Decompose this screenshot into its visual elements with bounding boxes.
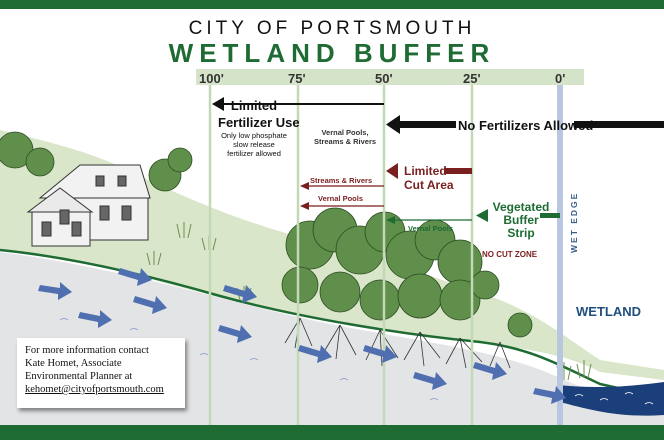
no-fertilizers-label: No Fertilizers Allowed bbox=[458, 118, 594, 133]
tick-0: 0' bbox=[555, 71, 566, 86]
bottom-band bbox=[0, 425, 664, 440]
contact-info-box: For more information contact Kate Homet,… bbox=[17, 338, 185, 408]
contact-line-1: For more information contact bbox=[25, 345, 149, 356]
ruler-lines bbox=[208, 85, 474, 425]
wetland-water bbox=[558, 382, 664, 416]
vernal-streams-note: Vernal Pools, Streams & Rivers bbox=[313, 128, 377, 146]
contact-line-3: Environmental Planner at bbox=[25, 371, 133, 382]
water-ripples bbox=[574, 392, 654, 405]
tick-100: 100' bbox=[199, 71, 224, 86]
fertilizer-note: Only low phosphate slow release fertiliz… bbox=[221, 131, 287, 158]
vegetated-buffer-label: Vegetated Buffer Strip bbox=[492, 200, 550, 240]
contact-email-link[interactable]: kehomet@cityofportsmouth.com bbox=[25, 384, 164, 395]
title-wetland-buffer: WETLAND BUFFER bbox=[168, 38, 496, 68]
annotation-arrows bbox=[212, 97, 664, 224]
no-cut-zone-label: NO CUT ZONE bbox=[482, 250, 538, 259]
wet-edge-label: WET EDGE bbox=[569, 191, 579, 253]
tick-75: 75' bbox=[288, 71, 306, 86]
tick-25: 25' bbox=[463, 71, 481, 86]
cut-vernal-note: Vernal Pools bbox=[318, 194, 364, 203]
buffer-vernal-note: Vernal Pools bbox=[408, 224, 454, 233]
wetland-label: WETLAND bbox=[576, 304, 641, 319]
house bbox=[26, 164, 151, 247]
shrub-cluster bbox=[0, 131, 533, 338]
contact-line-2: Kate Homet, Associate bbox=[25, 358, 122, 369]
groundwater-ripples bbox=[59, 318, 439, 401]
ruler-band bbox=[196, 69, 584, 85]
ground-line bbox=[0, 248, 664, 400]
groundwater-arrows bbox=[38, 268, 566, 404]
tick-50: 50' bbox=[375, 71, 393, 86]
cut-streams-note: Streams & Rivers bbox=[310, 176, 373, 185]
limited-cut-label: Limited Cut Area bbox=[404, 164, 454, 192]
limited-fertilizer-label: Limited Fertilizer Use bbox=[218, 98, 300, 130]
title-city: CITY OF PORTSMOUTH bbox=[188, 18, 476, 39]
top-band bbox=[0, 0, 664, 9]
